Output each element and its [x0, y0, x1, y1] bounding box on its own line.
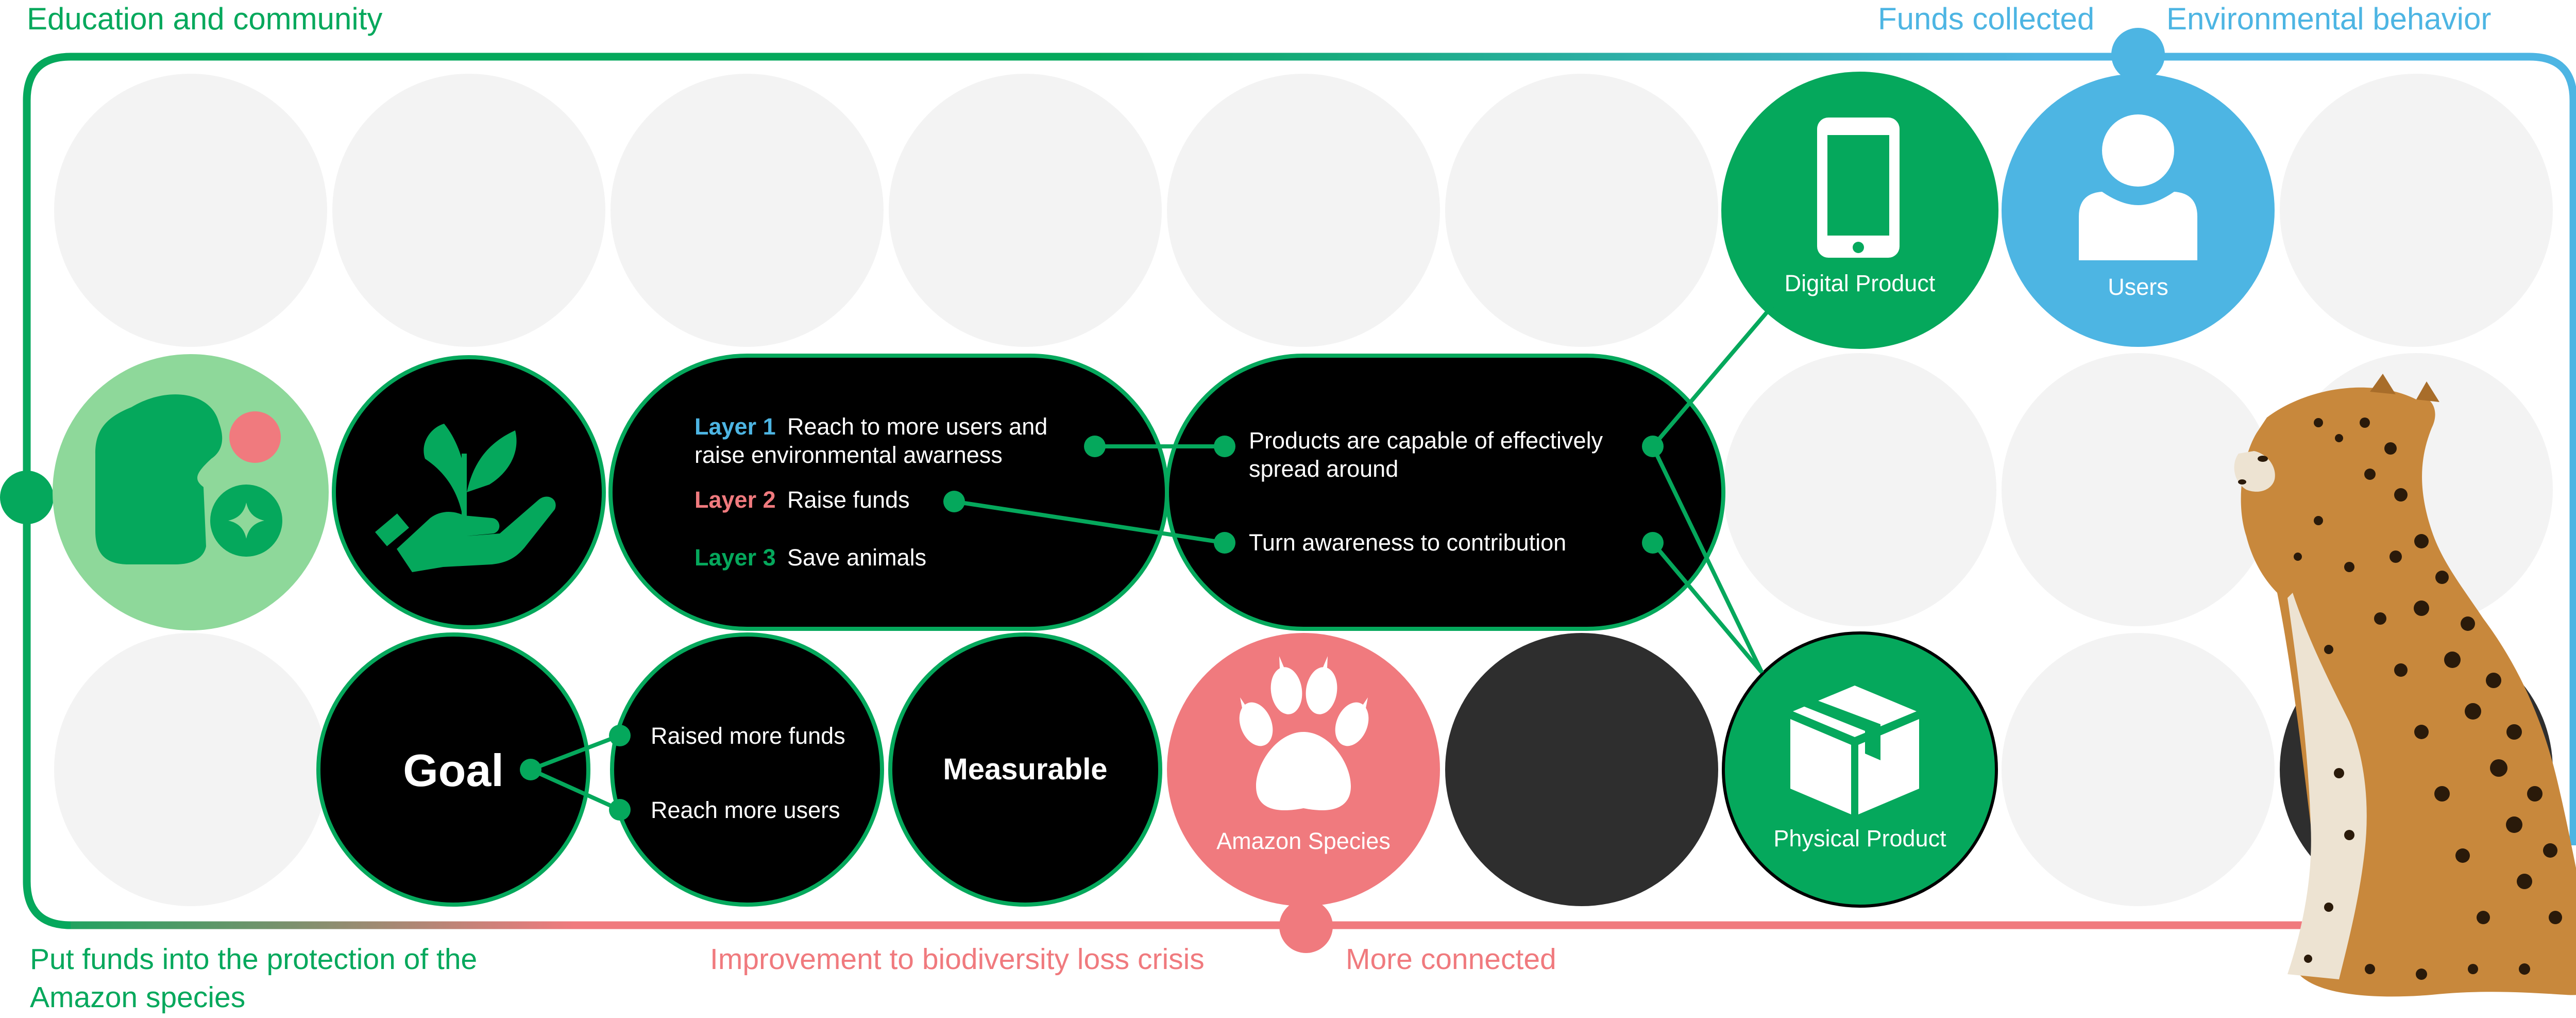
connector-dot [520, 759, 541, 780]
dark-circle [1445, 633, 1718, 906]
placeholder-circle [54, 74, 327, 347]
placeholder-circle [2280, 74, 2553, 347]
frame-node-top [2111, 28, 2165, 81]
layer-1-text-line1: Reach to more users and [787, 413, 1047, 440]
goal-title: Goal [403, 745, 504, 796]
hand-plant-circle [334, 357, 604, 627]
measurable-label: Measurable [943, 753, 1107, 786]
goal-items-circle [612, 635, 882, 905]
connector-dot [1084, 436, 1106, 457]
layer-1-text-line2: raise environmental awarness [694, 442, 1003, 468]
connector-dot [1214, 532, 1235, 554]
layer-3-tag: Layer 3 [694, 544, 776, 571]
placeholder-circle [611, 74, 884, 347]
label-environmental-behavior: Environmental behavior [2166, 1, 2491, 37]
smartphone-icon [1817, 118, 1900, 258]
connector-dot [609, 725, 631, 746]
layer-1-tag: Layer 1 [694, 413, 776, 440]
amazon-species-label: Amazon Species [1216, 828, 1391, 854]
frame-node-bottom [1279, 899, 1333, 953]
placeholder-circle [1445, 74, 1718, 347]
placeholder-circle [889, 74, 1162, 347]
digital-product-label: Digital Product [1785, 270, 1936, 296]
placeholder-circle [1723, 353, 1996, 626]
label-funds-collected: Funds collected [1878, 1, 2094, 37]
connector-dot [1214, 436, 1235, 457]
frame-node-left [0, 471, 54, 524]
label-more-connected: More connected [1346, 942, 1556, 976]
layer-2-text: Raise funds [787, 487, 910, 513]
products-pill [1167, 356, 1723, 629]
products-item1-line2: spread around [1249, 456, 1398, 482]
products-item1-line1: Products are capable of effectively [1249, 427, 1603, 454]
placeholder-circle [2002, 353, 2275, 626]
layer-2-tag: Layer 2 [694, 487, 776, 513]
connector-dot [1642, 436, 1664, 457]
connector-dot [609, 799, 631, 821]
label-put-funds-line1: Put funds into the protection of the [30, 942, 477, 976]
users-label: Users [2108, 274, 2168, 300]
physical-product-label: Physical Product [1773, 825, 1946, 852]
placeholder-circle [54, 633, 327, 906]
placeholder-circle [332, 74, 605, 347]
placeholder-circle [1167, 74, 1440, 347]
connector-dot [1642, 532, 1664, 554]
layer-3-text: Save animals [787, 544, 926, 571]
connector-dot [943, 491, 965, 512]
goal-item-1: Raised more funds [651, 723, 845, 749]
placeholder-circle [2002, 633, 2275, 906]
label-improvement: Improvement to biodiversity loss crisis [710, 942, 1205, 976]
goal-item-2: Reach more users [651, 797, 840, 823]
label-education-community: Education and community [27, 1, 382, 37]
label-put-funds-line2: Amazon species [30, 980, 245, 1014]
products-item2: Turn awareness to contribution [1249, 529, 1566, 556]
